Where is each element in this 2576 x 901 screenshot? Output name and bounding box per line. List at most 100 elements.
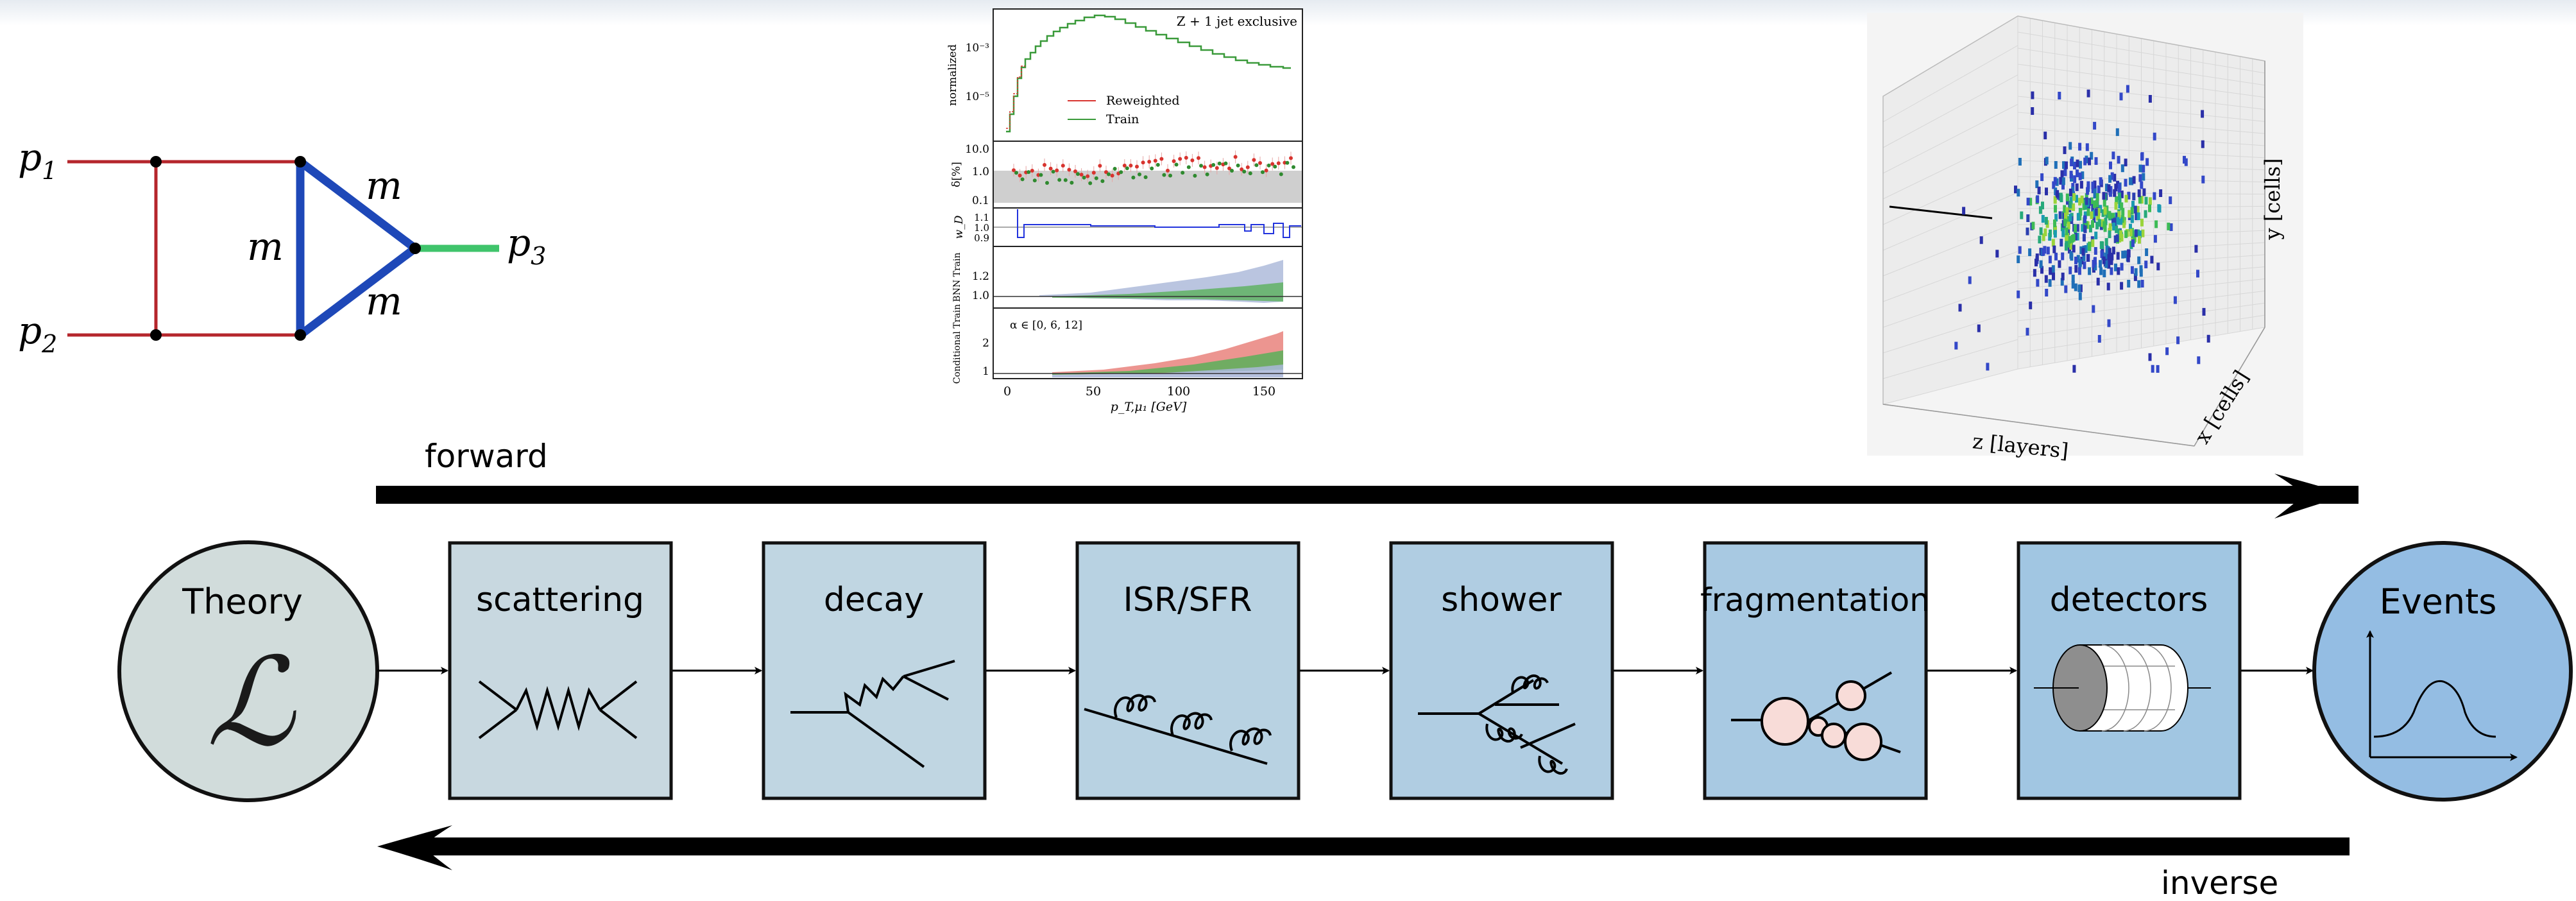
detector-hit (2033, 269, 2036, 277)
delta-point-train (1217, 161, 1222, 166)
detector-hit (2120, 190, 2124, 198)
detector-hit (2039, 227, 2043, 236)
delta-point-reweighted (1172, 159, 1176, 164)
detector-hit (2041, 215, 2045, 223)
detector-hit (2083, 261, 2086, 270)
detector-hit (2014, 185, 2017, 194)
detector-hit (2072, 203, 2076, 211)
detector-hit (2109, 185, 2113, 194)
detector-hit (2094, 231, 2098, 239)
detector-hit (2069, 242, 2073, 250)
stage-detectors: detectors (2017, 541, 2242, 800)
detector-hit (2108, 175, 2112, 183)
detector-hit (2124, 250, 2128, 259)
grid-line (1882, 221, 2018, 277)
detector-hit (2115, 234, 2119, 243)
grid-line (2017, 254, 2265, 273)
detector-box-edge (1882, 404, 2195, 447)
detector-hit (2206, 334, 2210, 343)
detector-hit (2083, 225, 2087, 234)
tick-label: 10.0 (965, 143, 989, 156)
label-p3: p3 (507, 221, 546, 270)
gluon-coil (1485, 723, 1523, 743)
detector-hit (2074, 232, 2077, 241)
detector-hit (2079, 246, 2083, 254)
delta-point-reweighted (1202, 165, 1207, 169)
hadron-blob (1761, 697, 1809, 746)
delta-point-reweighted (1018, 173, 1022, 178)
grid-line (1882, 339, 2018, 379)
detector-hit (2044, 217, 2048, 225)
detector-hit (2137, 229, 2140, 237)
delta-point-reweighted (1264, 168, 1268, 173)
detector-hit (2088, 241, 2092, 250)
detector-hit (2135, 212, 2138, 221)
plot-title: Z + 1 jet exclusive (1177, 13, 1297, 29)
label-p2: p2 (18, 309, 57, 358)
detector-hit (2148, 204, 2151, 212)
detector-hit (2130, 177, 2134, 185)
grid-line (2017, 290, 2265, 322)
detector-hit (1995, 250, 1999, 258)
delta-point-train (1150, 166, 1154, 171)
detector-hit (2137, 280, 2141, 288)
curve-train (1006, 14, 1291, 133)
detector-hit (2130, 215, 2134, 223)
detector-hit (2104, 238, 2108, 246)
detector-hit (2076, 232, 2079, 241)
detector-hit (2127, 191, 2131, 200)
detector-hit (2148, 197, 2152, 205)
detector-hit (2115, 212, 2119, 221)
detector-hit (2141, 229, 2145, 237)
forward-arrow-shaft (376, 486, 2358, 504)
detector-hit (2099, 177, 2103, 185)
detector-hit (2052, 181, 2056, 189)
physics-plot-panel: Z + 1 jet exclusive normalized 10⁻³ 10⁻⁵… (946, 8, 1303, 414)
detector-hit (2042, 248, 2045, 256)
tick-label: 0.1 (972, 194, 989, 207)
detector-hit (2078, 198, 2082, 206)
hadron-blob (1821, 723, 1847, 748)
gluon-coil (1538, 755, 1568, 775)
lagrangian-symbol: ℒ (207, 631, 297, 773)
grid-line (1882, 251, 2018, 302)
detector-hit (2140, 181, 2144, 189)
detector-hit (2133, 273, 2137, 281)
grid-line (2017, 31, 2265, 74)
grid-line (2017, 192, 2265, 194)
detector-hit (2151, 365, 2154, 373)
delta-point-reweighted (1030, 169, 1034, 173)
detector-hit (2113, 189, 2117, 197)
detector-hit (2111, 212, 2115, 221)
detector-hit (2058, 260, 2061, 268)
detector-hit (2053, 196, 2057, 204)
detector-hit (2039, 260, 2043, 268)
plot-ylabel-delta: δ[%] (950, 162, 963, 187)
detector-hit (2049, 267, 2052, 275)
detector-hit (2119, 217, 2123, 225)
delta-point-reweighted (1270, 162, 1275, 166)
detector-hit (2075, 183, 2079, 191)
detector-hit (2079, 160, 2082, 169)
detector-hit (2129, 241, 2133, 249)
detector-hit (2119, 92, 2123, 101)
distribution-plot-icon (2366, 630, 2518, 761)
hadron-blob (1836, 680, 1866, 711)
detector-hit (2121, 208, 2125, 216)
detector-hit (2113, 235, 2117, 243)
x-tick: 50 (1086, 384, 1101, 399)
detector-hit (2065, 227, 2068, 236)
detector-hit (2105, 184, 2108, 192)
detector-hit (2018, 158, 2022, 166)
detector-hit (2097, 219, 2101, 227)
delta-point-train (1027, 170, 1031, 175)
delta-point-train (1254, 163, 1259, 167)
delta-point-train (1285, 160, 1290, 165)
detector-hit (2054, 161, 2058, 169)
delta-point-train (1211, 162, 1216, 167)
detector-hit (2131, 239, 2135, 247)
detector-hit (2091, 239, 2095, 247)
inverse-arrow-shaft (411, 837, 2350, 855)
detector-hit (2138, 174, 2142, 182)
detector-hit (2031, 91, 2034, 99)
